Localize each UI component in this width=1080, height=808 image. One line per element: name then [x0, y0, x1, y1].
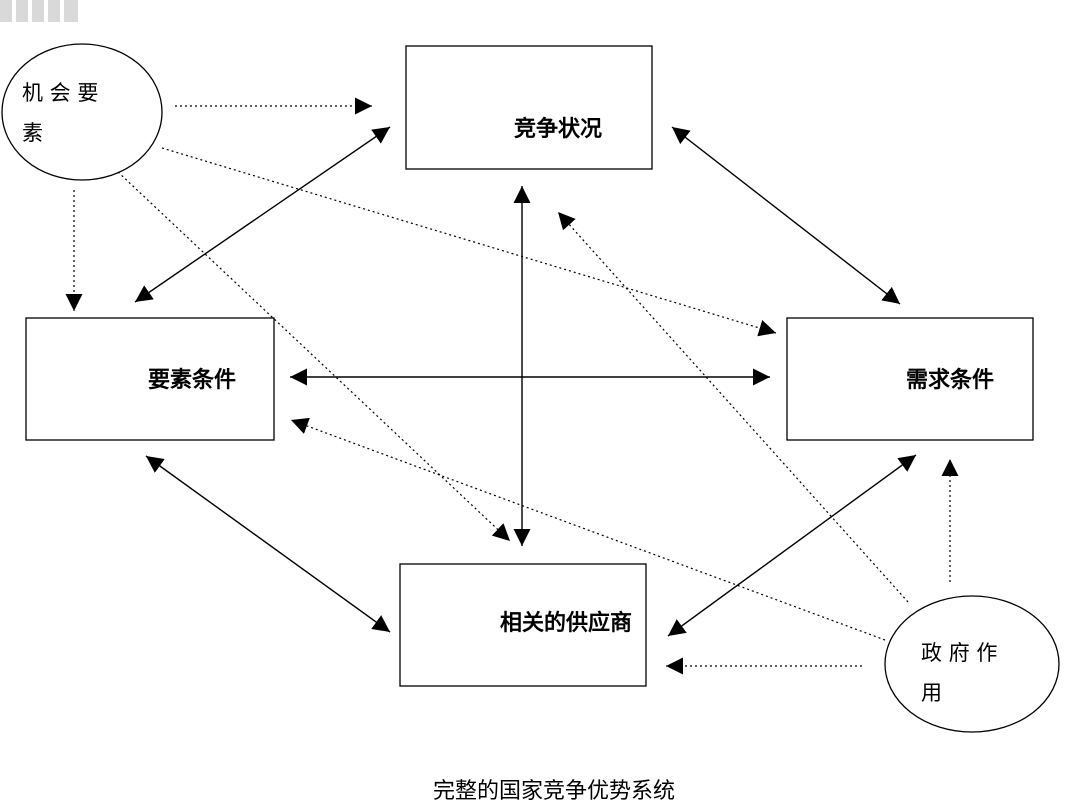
demand-box [786, 317, 1034, 441]
arrow-competition-factor [134, 126, 391, 303]
dotted-chance-demand [161, 147, 777, 337]
related-box [399, 563, 647, 687]
chance-ellipse [1, 43, 163, 181]
demand-label: 需求条件 [906, 367, 994, 393]
corner-stripe-icon [0, 0, 78, 22]
dotted-government-factor [290, 417, 886, 641]
arrow-demand-related [667, 454, 917, 637]
diagram-caption: 完整的国家竞争优势系统 [433, 779, 675, 804]
factor-label: 要素条件 [148, 367, 236, 393]
chance-label-line1: 机 会 要 [22, 81, 98, 105]
dotted-government-competition [557, 211, 909, 603]
government-label-line2: 用 [921, 681, 942, 705]
competition-label: 竞争状况 [514, 116, 602, 142]
arrow-factor-related [145, 455, 391, 633]
competition-box [405, 45, 653, 170]
factor-box [25, 317, 275, 441]
arrow-competition-demand [671, 126, 901, 305]
related-label: 相关的供应商 [500, 610, 632, 636]
government-label-line1: 政 府 作 [921, 641, 997, 665]
government-ellipse [884, 595, 1060, 733]
chance-label-line2: 素 [22, 121, 43, 145]
